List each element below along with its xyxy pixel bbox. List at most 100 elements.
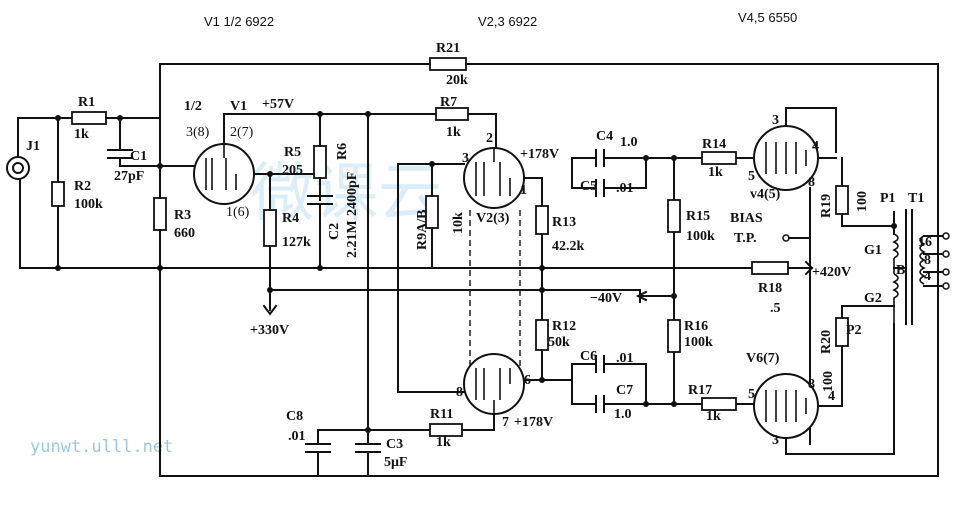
g1-label: G1 <box>864 243 882 258</box>
v57-label: +57V <box>262 97 294 112</box>
p1-label: P1 <box>880 191 896 206</box>
r9-label: R9A/B <box>415 210 430 250</box>
input-wire <box>17 117 73 158</box>
tap-terminal[interactable] <box>942 232 950 240</box>
c5-value: .01 <box>616 181 634 196</box>
node-dot <box>317 111 323 117</box>
v420-label: +420V <box>812 265 851 280</box>
r15-label: R15 <box>686 209 710 224</box>
v23-label: V2(3) <box>476 211 510 226</box>
node-dot <box>157 265 163 271</box>
c4-c5-plates <box>595 149 605 197</box>
r13-value: 42.2k <box>552 239 585 254</box>
c6-c7-wire <box>541 363 647 405</box>
node-dot <box>539 377 545 383</box>
c6-value: .01 <box>616 351 634 366</box>
v1-pin-38: 3(8) <box>186 125 210 140</box>
resistor-r1 <box>71 111 107 125</box>
tube-v1 <box>193 143 255 205</box>
j1-label: J1 <box>26 139 40 154</box>
c8-label: C8 <box>286 409 303 424</box>
capacitor-c1 <box>107 117 201 167</box>
v3-pin-8: 8 <box>456 385 463 400</box>
c6-label: C6 <box>580 349 597 364</box>
r20-value: 100 <box>821 371 836 392</box>
c3-value: 5μF <box>384 455 408 470</box>
tap-terminal[interactable] <box>942 282 950 290</box>
resistor-r16 <box>667 319 681 353</box>
tap-4-label: 4 <box>924 269 931 284</box>
resistor-r19 <box>835 185 849 215</box>
r21-value: 20k <box>446 73 468 88</box>
resistor-r14 <box>701 151 737 165</box>
r2-label: R2 <box>74 179 91 194</box>
r6-value: 2.21M <box>345 220 360 258</box>
header-v45: V4,5 6550 <box>738 10 797 25</box>
v3-pin-6: 6 <box>524 373 531 388</box>
v1-supply-wire <box>223 113 369 269</box>
r4-label: R4 <box>282 211 299 226</box>
r1-to-grid-wire <box>105 117 161 167</box>
input-jack-j1 <box>6 156 30 180</box>
tap-8-label: 8 <box>924 253 931 268</box>
v178a-label: +178V <box>520 147 559 162</box>
resistor-r17 <box>701 397 737 411</box>
resistor-r20 <box>835 317 849 347</box>
tube-v2 <box>463 147 525 209</box>
resistor-r11 <box>429 423 463 437</box>
node-dot <box>671 155 677 161</box>
r11-label: R11 <box>430 407 453 422</box>
c7-value: 1.0 <box>614 407 632 422</box>
v6-pin-8: 8 <box>808 377 815 392</box>
g2-label: G2 <box>864 291 882 306</box>
r17-value: 1k <box>706 409 721 424</box>
resistor-r18 <box>751 261 789 275</box>
p2-label: P2 <box>846 323 862 338</box>
v2-pin-2: 2 <box>486 131 493 146</box>
tap-terminal[interactable] <box>942 268 950 276</box>
node-dot <box>157 163 163 169</box>
r14-label: R14 <box>702 137 726 152</box>
watermark-url: yunwt.ulll.net <box>30 437 173 457</box>
speaker-tap-wires <box>923 235 945 287</box>
c7-label: C7 <box>616 383 633 398</box>
capacitor-c3 <box>355 267 381 477</box>
tap-terminal[interactable] <box>942 250 950 258</box>
node-dot <box>365 111 371 117</box>
r16-label: R16 <box>684 319 708 334</box>
r18-label: R18 <box>758 281 782 296</box>
header-v23: V2,3 6922 <box>478 14 537 29</box>
r7-label: R7 <box>440 95 457 110</box>
supply-330-arrow <box>262 289 278 316</box>
resistor-r13 <box>535 205 549 235</box>
c3-label: C3 <box>386 437 403 452</box>
r17-label: R17 <box>688 383 712 398</box>
v6-pin-3: 3 <box>772 433 779 448</box>
r1-value: 1k <box>74 127 89 142</box>
r19-label: R19 <box>819 194 834 218</box>
node-dot <box>429 161 435 167</box>
c4-value: 1.0 <box>620 135 638 150</box>
node-dot <box>317 265 323 271</box>
resistor-r21 <box>429 57 467 71</box>
feedback-frame-wire <box>159 63 939 477</box>
v4-plate-wire <box>785 107 837 159</box>
r9-value: 10k <box>451 212 466 234</box>
c2-value: 2400pF <box>345 172 360 216</box>
r20-label: R20 <box>819 330 834 354</box>
v330-label: +330V <box>250 323 289 338</box>
r14-value: 1k <box>708 165 723 180</box>
resistor-r12 <box>535 319 549 351</box>
v1-pin-27: 2(7) <box>230 125 254 140</box>
v1-pin-16: 1(6) <box>226 205 250 220</box>
node-dot <box>55 265 61 271</box>
c8-value: .01 <box>288 429 306 444</box>
r12-value: 50k <box>548 335 570 350</box>
r11-value: 1k <box>436 435 451 450</box>
v67-label: V6(7) <box>746 351 780 366</box>
node-dot <box>365 427 371 433</box>
node-dot <box>891 223 897 229</box>
v4-pin-8: 8 <box>808 175 815 190</box>
